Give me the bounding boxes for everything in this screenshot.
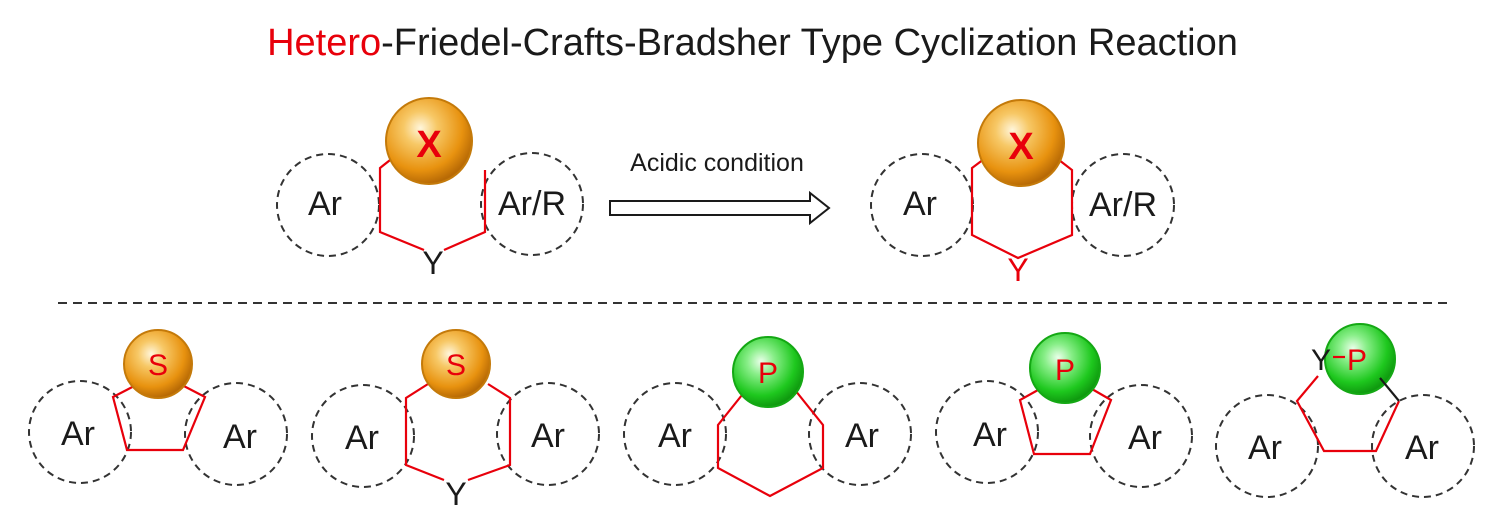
reactant-linker-label: Y [422,245,443,281]
example-2-right-bond [467,383,512,482]
reactant-ar-r-ring [480,152,584,256]
title-rest: -Friedel-Crafts-Bradsher Type Cyclizatio… [381,22,1238,64]
reactant-ar-r-label: Ar/R [498,185,566,223]
product-heteroatom-label: X [1008,126,1034,168]
example-5-right-label: Ar [1405,429,1439,467]
example-4-right-label: Ar [1128,419,1162,457]
product-heteroatom-ball [977,99,1065,187]
example-2-right-label: Ar [531,417,565,455]
example-2-linker-label: Y [445,476,466,512]
example-2-left-ring [311,384,415,488]
reactant-right-bond [443,170,487,252]
reactant-heteroatom-label: X [416,124,442,166]
example-3-left-label: Ar [658,417,692,455]
example-2-left-label: Ar [345,419,379,457]
example-4-left-label: Ar [973,416,1007,454]
example-3-right-ring [808,382,912,486]
example-5-ring-bonds [1295,375,1400,453]
example-1-left-label: Ar [61,415,95,453]
example-1-heteroatom-ball [123,329,193,399]
example-3-heteroatom-ball [732,336,804,408]
arrow-label: Acidic condition [630,149,804,177]
example-5-heteroatom-label: P [1347,344,1367,377]
example-5-right-ring [1371,394,1475,498]
example-5-p-ring-bond [1379,377,1400,402]
example-3-right-label: Ar [845,417,879,455]
example-3-left-ring [623,382,727,486]
example-2-left-bond [404,383,445,482]
example-4-ring-bonds [1018,384,1113,456]
example-5-left-ring [1215,394,1319,498]
example-1: Ar Ar S [28,329,288,486]
example-3-ring-bonds [716,389,825,498]
example-1-heteroatom-label: S [148,349,168,382]
title-highlight: Hetero [267,22,382,64]
reactant-heteroatom-ball [385,97,473,185]
example-1-ring-bonds [111,382,207,452]
example-1-left-ring [28,380,132,484]
example-1-right-ring [184,382,288,486]
example-5-left-label: Ar [1248,429,1282,467]
example-4-heteroatom-ball [1029,332,1101,404]
reaction-arrow: Acidic condition [609,149,831,226]
example-2: Ar Ar S Y [311,329,600,512]
example-2-heteroatom-ball [421,329,491,399]
example-5: Ar Ar P Y [1215,323,1475,498]
product-ar-r-label: Ar/R [1089,186,1157,224]
example-4-right-ring [1089,384,1193,488]
example-3-heteroatom-label: P [758,357,778,390]
example-4-left-ring [935,380,1039,484]
product-ring-bonds [970,152,1074,260]
product: Ar Ar/R X Y [870,99,1175,288]
example-4: Ar Ar P [935,332,1193,488]
example-4-heteroatom-label: P [1055,354,1075,387]
example-1-right-label: Ar [223,418,257,456]
reactant-left-bond [378,152,425,252]
example-5-heteroatom-ball [1324,323,1396,395]
example-2-heteroatom-label: S [446,349,466,382]
arrow-icon [609,190,831,226]
example-2-right-ring [496,382,600,486]
example-3: Ar Ar P [623,336,912,498]
example-5-substituent-label: Y [1311,344,1331,377]
reactant: Ar Ar/R X Y [276,97,584,281]
product-ar-label: Ar [903,185,937,223]
diagram-title: Hetero-Friedel-Crafts-Bradsher Type Cycl… [0,22,1505,65]
reactant-ar-label: Ar [308,185,342,223]
product-linker-label: Y [1007,252,1028,288]
